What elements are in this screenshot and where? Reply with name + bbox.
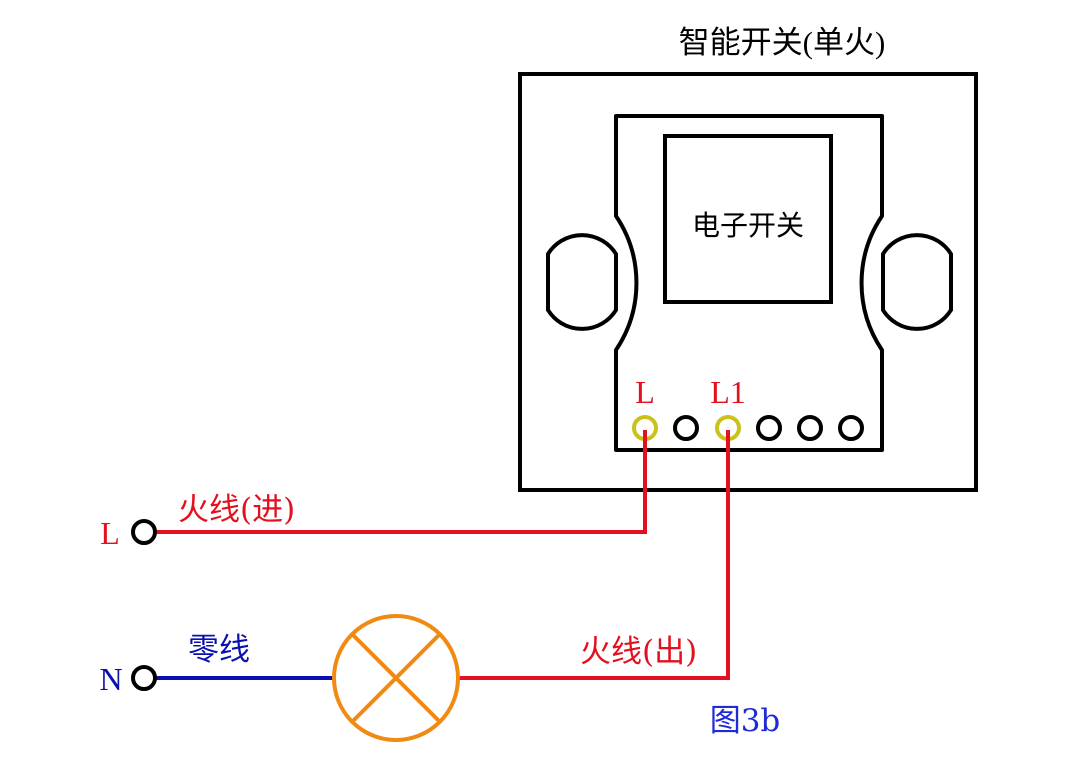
neutral-label: 零线	[188, 632, 250, 668]
switch-outer-plate	[518, 72, 978, 492]
terminal-4	[756, 415, 782, 441]
terminal-L1-label: L1	[710, 374, 746, 410]
terminal-6	[838, 415, 864, 441]
live-out-wire	[458, 430, 730, 680]
mounting-hole-left	[546, 233, 618, 331]
source-live-terminal	[131, 519, 157, 545]
lamp-symbol	[332, 614, 460, 742]
source-neutral-terminal	[131, 665, 157, 691]
source-live-label: L	[100, 515, 120, 551]
terminal-2	[673, 415, 699, 441]
source-neutral-label: N	[99, 661, 122, 697]
live-in-wire	[156, 430, 647, 534]
lamp-cross-line-2	[350, 632, 442, 724]
switch-inner-module	[614, 114, 884, 452]
terminal-5	[797, 415, 823, 441]
electronic-switch-box	[663, 134, 833, 304]
figure-caption: 图3b	[710, 703, 781, 739]
terminal-L-label: L	[635, 374, 655, 410]
mounting-hole-right	[881, 233, 953, 331]
live-out-label: 火线(出)	[580, 634, 697, 670]
switch-title: 智能开关(单火)	[679, 25, 886, 60]
electronic-switch-label: 电子开关	[692, 209, 804, 242]
live-in-label: 火线(进)	[178, 492, 295, 528]
